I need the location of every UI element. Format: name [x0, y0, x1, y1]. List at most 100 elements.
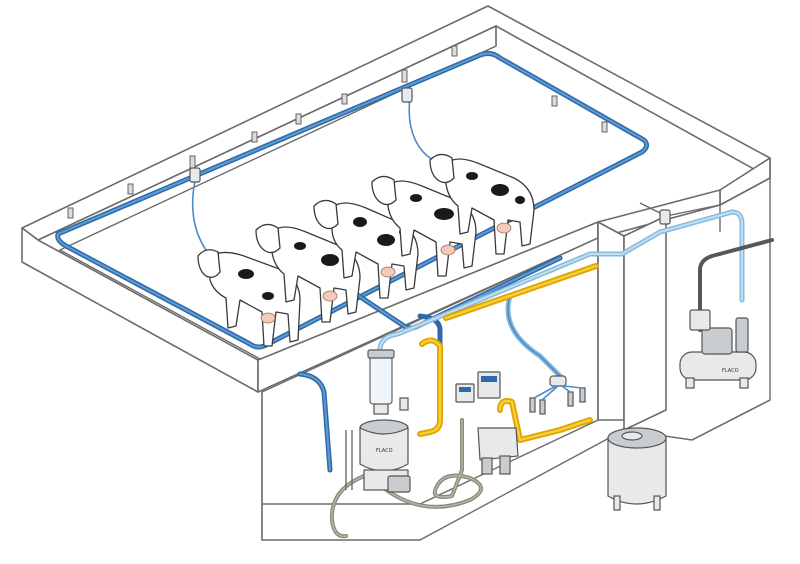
- cow-5-spot-c: [515, 196, 525, 204]
- milk-pump-unit: [387, 475, 411, 493]
- cow-3: [313, 199, 419, 299]
- cow-2-spot-a: [294, 242, 306, 250]
- cow-2-spot-b: [321, 254, 339, 266]
- bracket-3: [189, 155, 196, 169]
- cow-4-body: [387, 180, 477, 277]
- milk-line-highlight: [56, 52, 648, 348]
- receiver-glass-cylinder: [369, 355, 393, 405]
- vacuum-cluster-tube: [507, 295, 561, 377]
- cow-4-spot-b: [434, 208, 454, 220]
- teat-cup-2: [539, 399, 546, 415]
- cow-5-head: [429, 153, 455, 184]
- cow-3-udder: [380, 266, 396, 278]
- bracket-2: [127, 183, 134, 195]
- cow-3-spot-a: [353, 217, 367, 227]
- pulsator-1: [189, 167, 201, 183]
- receiver-cap: [367, 349, 395, 359]
- milking-cluster-icon: [529, 375, 586, 415]
- cluster-short-tubes: [533, 385, 583, 401]
- milk-tank-body: [607, 437, 667, 505]
- milk-tank-leg-2: [653, 495, 661, 511]
- drain-hose: [329, 418, 483, 539]
- teat-cup-3: [567, 391, 574, 407]
- receiver-jar-icon: FLACO: [345, 349, 411, 493]
- cow-1-head: [197, 249, 221, 278]
- wash-trough-icon: [477, 427, 519, 475]
- receiver-neck: [373, 403, 389, 415]
- cow-4-head: [371, 175, 397, 206]
- cow-4-udder: [440, 244, 456, 256]
- cows: [197, 153, 535, 347]
- wash-trough-stand-2: [499, 455, 511, 475]
- drain-hose-highlight: [331, 419, 482, 537]
- control-box-2: [477, 371, 501, 399]
- cow-5-spot-b: [491, 184, 509, 196]
- control-panels: [399, 371, 501, 411]
- vacuum-line: [377, 209, 745, 379]
- milk-tube-1: [191, 175, 207, 251]
- receiver-brand-label: FLACO: [376, 448, 393, 454]
- cow-5-body: [445, 158, 535, 255]
- cow-3-spot-b: [377, 234, 395, 246]
- cow-1-spot-b: [262, 292, 274, 300]
- cluster-claw: [549, 375, 567, 387]
- cow-2-body: [271, 226, 361, 323]
- cow-1: [197, 249, 301, 347]
- teat-cup-1: [529, 397, 536, 413]
- milk-room-equipment: FLACO: [345, 349, 586, 493]
- pipe-brackets: [67, 45, 608, 219]
- control-box-2-display: [481, 376, 497, 382]
- milk-tank-icon: [607, 427, 667, 511]
- wash-header-highlight: [444, 264, 598, 320]
- pump-brand-label: FLACO: [722, 368, 739, 374]
- cow-1-udder: [260, 312, 276, 324]
- cow-2-udder: [322, 290, 338, 302]
- pump-head: [689, 309, 711, 331]
- teat-cup-4: [579, 387, 586, 403]
- receiver-vessel-body: [359, 427, 409, 472]
- cow-3-head: [313, 199, 339, 230]
- cow-4-spot-a: [410, 194, 422, 202]
- pump-tank: [679, 351, 757, 381]
- bracket-4: [251, 131, 258, 143]
- pump-filter: [735, 317, 749, 353]
- bracket-8: [451, 45, 458, 57]
- cow-5: [429, 153, 535, 255]
- pulsator-2: [401, 87, 413, 103]
- vacuum-pump-icon: FLACO: [679, 309, 757, 389]
- bracket-7: [401, 69, 408, 83]
- cow-5-spot-a: [466, 172, 478, 180]
- bracket-1: [67, 207, 74, 219]
- wash-main-highlight: [418, 339, 442, 436]
- pump-foot-2: [739, 377, 749, 389]
- wash-line: [417, 263, 599, 443]
- milk-line-drop-highlight: [299, 373, 331, 471]
- cow-4: [371, 175, 477, 277]
- bracket-10: [601, 121, 608, 133]
- exhaust-line: [698, 238, 774, 332]
- wash-return-highlight: [498, 399, 592, 442]
- milk-tank-leg-1: [613, 495, 621, 511]
- pump-motor: [701, 327, 733, 355]
- cow-5-udder: [496, 222, 512, 234]
- cow-1-spot-a: [238, 269, 254, 279]
- bracket-5: [295, 113, 302, 125]
- wall-switch: [399, 397, 409, 411]
- wash-trough-stand-1: [481, 457, 493, 475]
- milk-line-receiver-feed: [417, 313, 443, 359]
- control-box-1-display: [459, 387, 471, 392]
- pump-room-wall: [623, 215, 667, 431]
- bracket-6: [341, 93, 348, 105]
- cow-1-body: [209, 251, 301, 347]
- cow-3-body: [331, 202, 419, 299]
- control-box-1: [455, 383, 475, 403]
- cow-2-head: [255, 223, 281, 254]
- vacuum-main-highlight: [379, 211, 743, 359]
- pump-foot-1: [685, 377, 695, 389]
- milk-tank-hatch: [621, 431, 643, 441]
- vacuum-regulator: [659, 209, 671, 225]
- cow-2: [255, 223, 361, 323]
- exhaust-pipe: [698, 238, 774, 332]
